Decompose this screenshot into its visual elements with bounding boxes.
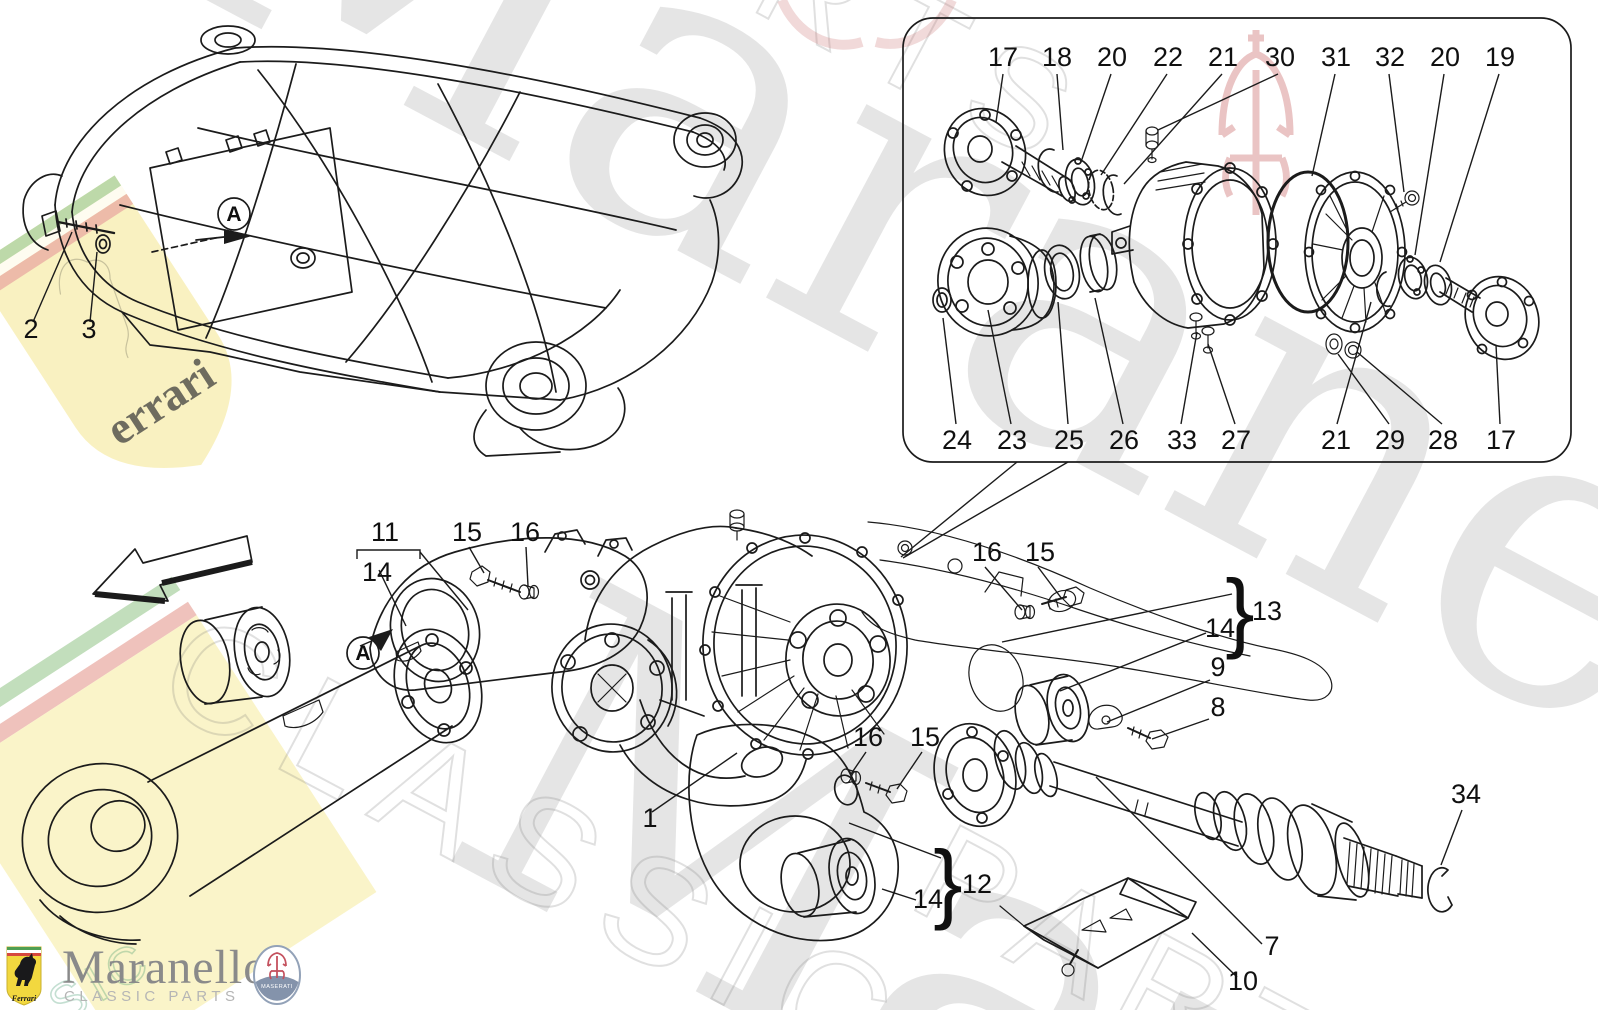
bracket-bolt-and-sleeve <box>840 768 908 804</box>
part-callout-inset_top-17: 17 <box>988 42 1018 72</box>
part-callout-main-15: 15 <box>910 722 940 752</box>
part-callout-main-11: 11 <box>371 517 399 547</box>
part-callout-main-16: 16 <box>972 537 1002 567</box>
part-callout-main-brace: } <box>1225 561 1254 660</box>
detail-marker-chassis: A <box>217 197 251 231</box>
part-callout-inset_bottom-29: 29 <box>1375 425 1405 455</box>
part-callout-inset_top-20: 20 <box>1097 42 1127 72</box>
part-callout-inset_top-32: 32 <box>1375 42 1405 72</box>
part-callout-inset_top-19: 19 <box>1485 42 1515 72</box>
part-callout-inset_top-20: 20 <box>1430 42 1460 72</box>
brand-name: Maranello <box>62 941 269 994</box>
part-callout-main-15: 15 <box>1025 537 1055 567</box>
part-callout-main-8: 8 <box>1210 692 1225 722</box>
inset-view <box>900 17 1572 559</box>
side-cover-inset <box>1303 170 1408 334</box>
maserati-trident-icon <box>267 952 287 980</box>
part-callout-inset_bottom-27: 27 <box>1221 425 1251 455</box>
ferrari-shield-text: Ferrari <box>11 994 37 1003</box>
part-callout-chassis-2: 2 <box>23 314 38 344</box>
part-callout-chassis-3: 3 <box>81 314 96 344</box>
part-callout-main-9: 9 <box>1210 652 1225 682</box>
trident-watermark-fragment-icon <box>777 0 957 50</box>
ferrari-shield-watermark-top: errari <box>0 175 232 469</box>
part-callout-main-12: 12 <box>962 869 992 899</box>
bearing-seal-right <box>1397 255 1453 306</box>
part-callout-main-34: 34 <box>1451 779 1481 809</box>
output-flange-right <box>1439 275 1540 361</box>
part-callout-inset_bottom-21: 21 <box>1321 425 1351 455</box>
axle-shaft <box>933 722 1423 901</box>
breather-plug-inset <box>1145 126 1159 164</box>
part-callout-main-14: 14 <box>1205 613 1235 643</box>
main-view: A <box>21 509 1463 978</box>
differential-housing-main <box>551 509 908 807</box>
inset-exploded-parts <box>932 107 1540 361</box>
brand-tagline: CLASSIC PARTS <box>64 988 240 1005</box>
detail-marker-main-label: A <box>355 642 370 665</box>
coupling-flange <box>932 227 1057 337</box>
inset-leaders <box>942 73 1501 425</box>
chassis-view: A <box>22 25 744 457</box>
guard-plate <box>999 877 1197 977</box>
part-callout-inset_top-21: 21 <box>1208 42 1238 72</box>
support-arm <box>369 529 648 691</box>
lower-mount-bracket <box>688 723 899 942</box>
part-callout-inset_bottom-26: 26 <box>1109 425 1139 455</box>
detail-marker-chassis-label: A <box>226 203 241 226</box>
part-callout-inset_bottom-25: 25 <box>1054 425 1084 455</box>
circlip-34 <box>1427 867 1453 913</box>
arm-bolt-and-sleeve-right <box>1014 586 1085 620</box>
ferrari-shield-watermark-bottom <box>0 576 377 1010</box>
o-ring-gasket <box>1266 170 1350 314</box>
rear-arm-bushing <box>1014 673 1090 746</box>
maserati-badge-text: MASERATI <box>261 984 293 990</box>
part-callout-inset_bottom-24: 24 <box>942 425 972 455</box>
part-callout-inset_top-30: 30 <box>1265 42 1295 72</box>
part-callout-main-14: 14 <box>362 557 392 587</box>
direction-arrow <box>92 535 253 604</box>
part-callout-inset_top-18: 18 <box>1042 42 1072 72</box>
seal-and-spacer <box>1043 233 1118 300</box>
part-callout-inset_bottom-28: 28 <box>1428 425 1458 455</box>
footer-logo: Ferrari Maranello CLASSIC PARTS MASERATI <box>6 938 326 1008</box>
part-callout-inset_bottom-17: 17 <box>1486 425 1516 455</box>
maserati-badge-icon: MASERATI <box>253 945 301 1005</box>
part-callout-main-10: 10 <box>1228 966 1258 996</box>
part-callout-main-7: 7 <box>1264 931 1279 961</box>
detail-marker-main: A <box>346 629 393 670</box>
retainer-clamp <box>1088 704 1123 730</box>
part-callout-main-14: 14 <box>913 884 943 914</box>
bearing-shim-pack <box>1037 148 1122 216</box>
inset-box-border <box>902 17 1572 463</box>
washer-and-nut <box>1325 333 1362 359</box>
part-callout-main-15: 15 <box>452 517 482 547</box>
part-callout-inset_bottom-23: 23 <box>997 425 1027 455</box>
ferrari-shield-icon: Ferrari <box>6 946 42 1006</box>
clamp-bolt <box>1127 726 1169 750</box>
part-callout-inset_top-22: 22 <box>1153 42 1183 72</box>
arm-bolt-and-sleeve-left <box>469 565 540 600</box>
part-callout-main-1: 1 <box>642 803 657 833</box>
output-flange-left <box>943 107 1076 203</box>
main-leaders <box>356 546 1463 978</box>
part-callout-main-16: 16 <box>853 722 883 752</box>
part-callout-main-16: 16 <box>510 517 540 547</box>
front-mount-bushing <box>179 606 291 705</box>
part-callout-inset_top-31: 31 <box>1321 42 1351 72</box>
part-callout-main-13: 13 <box>1252 596 1282 626</box>
differential-housing-inset <box>1111 161 1279 329</box>
cover-bolt-32 <box>1389 190 1420 213</box>
part-callout-inset_bottom-33: 33 <box>1167 425 1197 455</box>
part-callout-main-brace: } <box>933 832 962 931</box>
